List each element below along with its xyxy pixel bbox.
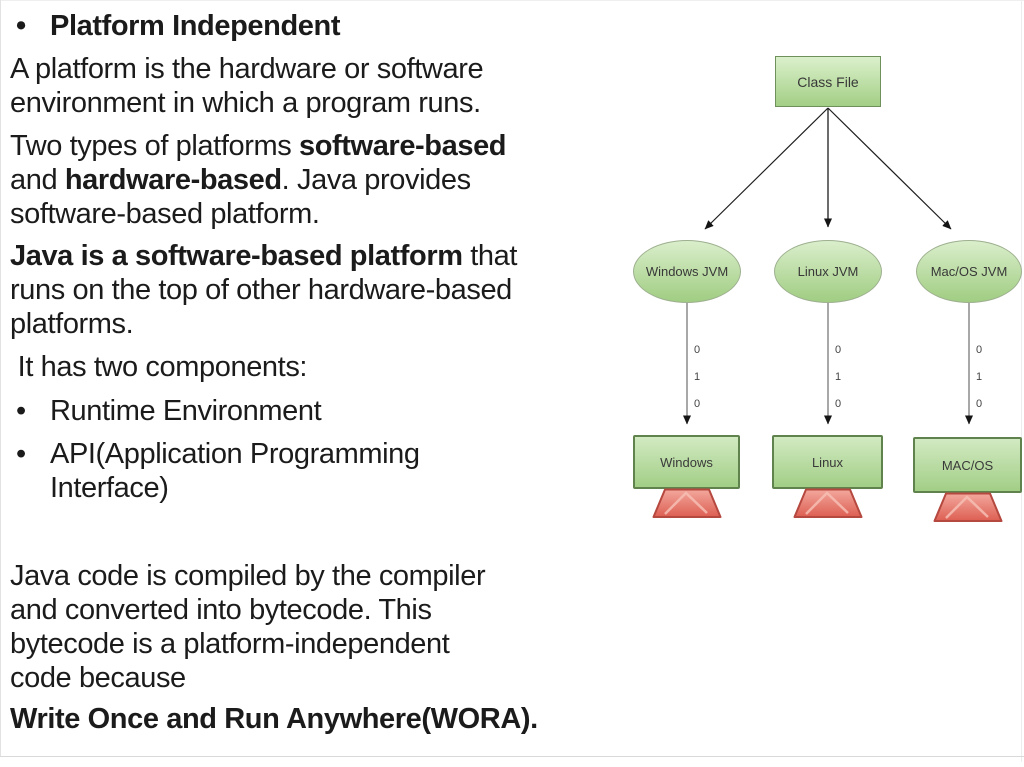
bit: 0 <box>694 344 701 356</box>
text-segment: environment in which a program runs. <box>10 87 481 119</box>
os-node-windows: Windows <box>633 435 740 519</box>
text-line: It has two components: <box>10 350 665 384</box>
text-segment: Interface) <box>50 472 169 504</box>
bit: 0 <box>976 344 983 356</box>
text-segment: A platform is the hardware or software <box>10 53 484 85</box>
text-segment: hardware-based <box>64 164 282 196</box>
slide-border-left <box>0 0 1 756</box>
jvm-node-linux: Linux JVM <box>774 240 882 303</box>
jvm-label: Linux JVM <box>797 264 859 279</box>
monitor-screen: Linux <box>772 435 883 489</box>
text-segment: bytecode is a platform-independent <box>10 628 450 660</box>
text-line: environment in which a program runs. <box>10 86 665 120</box>
text-segment: API(Application Programming <box>50 438 420 470</box>
monitor-screen: MAC/OS <box>913 437 1022 493</box>
text-segment: Runtime Environment <box>50 395 322 427</box>
text-line: A platform is the hardware or software <box>10 52 665 86</box>
bit: 0 <box>694 398 701 410</box>
bit: 1 <box>976 371 983 383</box>
text-line: and hardware-based. Java provides <box>10 163 665 197</box>
text-line: and converted into bytecode. This <box>10 593 665 627</box>
text-segment: runs on the top of other hardware-based <box>10 274 512 306</box>
bytecode-bits-linux: 0 1 0 <box>835 337 841 418</box>
os-node-linux: Linux <box>772 435 883 519</box>
text-segment: platforms. <box>10 308 134 340</box>
text-line: Java code is compiled by the compiler <box>10 559 665 593</box>
heading-text: Platform Independent <box>50 10 341 42</box>
text-line: bytecode is a platform-independent <box>10 627 665 661</box>
text-line-bullet: • Runtime Environment <box>10 394 665 428</box>
text-line: software-based platform. <box>10 197 665 231</box>
text-segment: that <box>462 240 518 272</box>
text-segment: Two types of platforms <box>10 130 299 162</box>
slide-border-right <box>1021 0 1022 762</box>
slide-border-top <box>0 0 1024 1</box>
text-segment: Write Once and Run Anywhere(WORA). <box>10 703 538 735</box>
bullet-marker: • <box>16 10 26 42</box>
jvm-label: Mac/OS JVM <box>930 264 1008 279</box>
slide-border-bottom <box>0 756 1024 757</box>
text-line: runs on the top of other hardware-based <box>10 273 665 307</box>
text-segment: software-based platform. <box>10 198 320 230</box>
class-file-label: Class File <box>797 73 859 90</box>
jvm-node-windows: Windows JVM <box>633 240 741 303</box>
jvm-label: Windows JVM <box>645 264 729 279</box>
text-segment: and converted into bytecode. This <box>10 594 432 626</box>
text-segment: . Java provides <box>281 164 471 196</box>
text-segment: code because <box>10 662 186 694</box>
text-line-bullet: • API(Application Programming <box>10 437 665 471</box>
monitor-stand-icon <box>793 488 862 518</box>
text-segment: It has two components: <box>10 351 308 383</box>
os-label: Linux <box>811 454 844 470</box>
os-label: MAC/OS <box>941 457 994 473</box>
monitor-stand-icon <box>652 488 721 518</box>
bullet-marker: • <box>16 438 26 470</box>
monitor-stand-icon <box>933 492 1002 522</box>
text-line: Java is a software-based platform that <box>10 239 665 273</box>
text-segment: software-based <box>298 130 507 162</box>
bytecode-bits-mac: 0 1 0 <box>976 337 982 418</box>
text-column: • Platform Independent A platform is the … <box>10 9 665 736</box>
text-line: Two types of platforms software-based <box>10 129 665 163</box>
bytecode-bits-windows: 0 1 0 <box>694 337 700 418</box>
text-line: Interface) <box>10 471 665 505</box>
class-file-node: Class File <box>775 56 881 107</box>
text-segment: and <box>10 164 65 196</box>
bit: 0 <box>976 398 983 410</box>
bit: 0 <box>835 398 842 410</box>
text-segment: Java code is compiled by the compiler <box>10 560 486 592</box>
text-segment: Java is a software-based platform <box>10 240 463 272</box>
arrow-classfile-to-mac-jvm <box>827 107 952 230</box>
bullet-marker: • <box>16 395 26 427</box>
text-line: platforms. <box>10 307 665 341</box>
text-line: Write Once and Run Anywhere(WORA). <box>10 702 665 736</box>
os-label: Windows <box>660 454 713 470</box>
text-line-heading: • Platform Independent <box>10 9 665 43</box>
bit: 0 <box>835 344 842 356</box>
jvm-node-mac: Mac/OS JVM <box>916 240 1022 303</box>
bit: 1 <box>694 371 701 383</box>
monitor-screen: Windows <box>633 435 740 489</box>
arrow-classfile-to-windows-jvm <box>704 107 829 230</box>
bit: 1 <box>835 371 842 383</box>
os-node-mac: MAC/OS <box>913 437 1022 523</box>
text-line: code because <box>10 661 665 695</box>
